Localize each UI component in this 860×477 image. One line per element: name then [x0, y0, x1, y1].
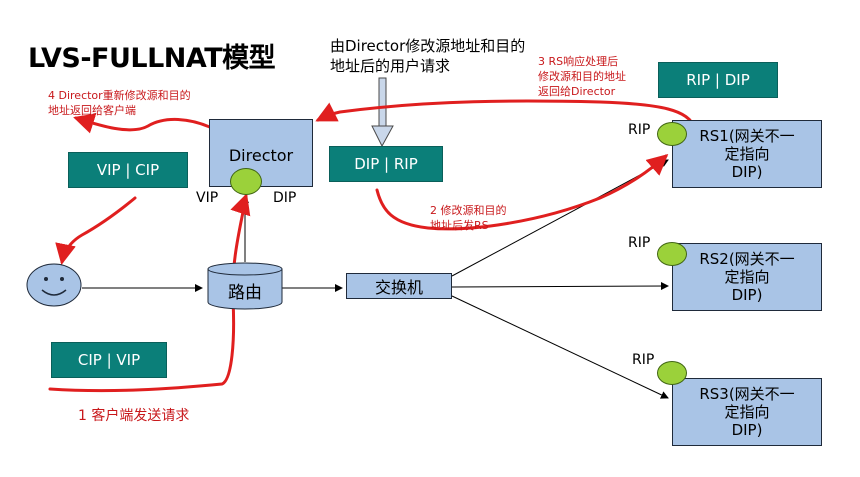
- switch-label: 交换机: [374, 278, 423, 297]
- step2-caption: 2 修改源和目的 地址后发RS: [430, 204, 507, 232]
- red-flow-2-to-rs: [375, 154, 669, 231]
- director-dip-label: DIP: [273, 190, 297, 206]
- router-cylinder-icon: [207, 262, 283, 310]
- router-node: 路由: [207, 262, 283, 310]
- director-node: Director: [209, 119, 313, 187]
- link-switch-rs2: [451, 282, 669, 291]
- rs3-rip-label: RIP: [632, 352, 655, 368]
- red-flow-3-return: [315, 99, 696, 130]
- rs2-label: RS2(网关不一 定指向 DIP): [699, 250, 795, 304]
- box-vip-cip: VIP | CIP: [68, 152, 188, 188]
- director-vip-label: VIP: [196, 190, 219, 206]
- box-dip-rip: DIP | RIP: [329, 146, 443, 182]
- rs3-node: RS3(网关不一 定指向 DIP): [672, 378, 822, 446]
- director-port-icon: [230, 168, 262, 195]
- rs3-label: RS3(网关不一 定指向 DIP): [699, 385, 795, 439]
- director-note: 由Director修改源地址和目的 地址后的用户请求: [330, 37, 526, 75]
- link-switch-rs1: [451, 159, 669, 277]
- step4-caption: 4 Director重新修改源和目的 地址返回给客户端: [48, 89, 191, 117]
- rs2-node: RS2(网关不一 定指向 DIP): [672, 243, 822, 311]
- rs1-rip-label: RIP: [628, 122, 651, 138]
- rs1-port-icon: [657, 122, 687, 146]
- box-cip-vip: CIP | VIP: [51, 342, 167, 378]
- rs3-port-icon: [657, 361, 687, 385]
- step3-caption: 3 RS响应处理后 修改源和目的地址 返回给Director: [538, 55, 626, 98]
- director-label: Director: [228, 146, 294, 165]
- rs2-port-icon: [657, 242, 687, 266]
- link-switch-rs3: [451, 295, 669, 399]
- page-title: LVS-FULLNAT模型: [28, 43, 276, 74]
- note-arrow: [371, 77, 394, 148]
- red-flow-1-request: [48, 193, 251, 393]
- rs1-label: RS1(网关不一 定指向 DIP): [699, 127, 795, 181]
- rs2-rip-label: RIP: [628, 235, 651, 251]
- rs1-node: RS1(网关不一 定指向 DIP): [672, 120, 822, 188]
- client-smiley-icon: [25, 262, 83, 312]
- router-label: 路由: [228, 283, 262, 303]
- red-flow-4-to-client: [73, 113, 214, 134]
- step1-caption: 1 客户端发送请求: [78, 408, 190, 424]
- switch-node: 交换机: [346, 273, 452, 299]
- box-rip-dip: RIP | DIP: [658, 62, 778, 98]
- red-flow-4b-to-client: [55, 196, 137, 265]
